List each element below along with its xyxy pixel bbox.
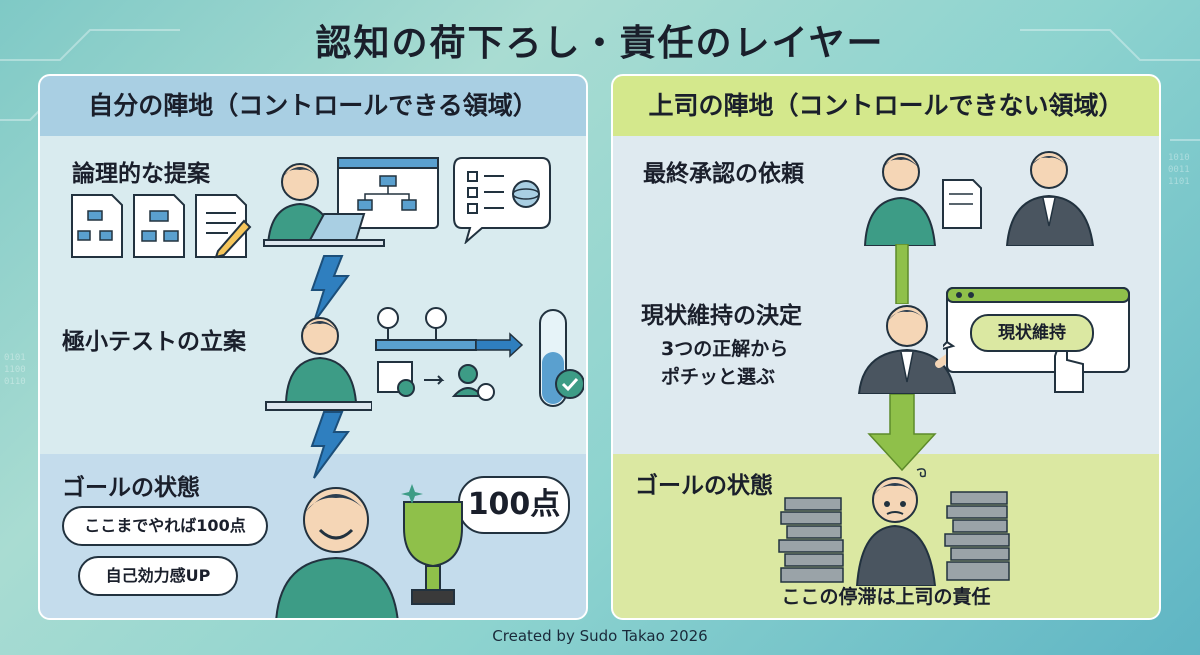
person-writing-illustration [265,317,372,411]
svg-text:1100: 1100 [4,365,26,375]
down-arrow-icon [310,411,350,479]
down-arrow-icon [867,394,937,472]
test-plan-diagram [375,307,584,407]
left-goal-label: ゴールの状態 [62,475,200,501]
boss-deciding-illustration [857,305,963,394]
credit-footer: Created by Sudo Takao 2026 [492,627,708,645]
right-panel: 上司の陣地（コントロールできない領域） 最終承認の依頼 現状維持の決定 3つの正… [611,74,1161,620]
document-icons [71,194,252,259]
score-bubble: 100点 [458,476,570,534]
left-step2-label: 極小テストの立案 [62,329,246,355]
svg-text:1101: 1101 [1168,177,1190,187]
svg-text:0011: 0011 [1168,165,1190,175]
svg-text:0110: 0110 [4,377,26,387]
request-approval-illustration [863,151,1095,246]
overwhelmed-boss-illustration [778,468,1010,586]
svg-text:1010: 1010 [1168,153,1190,163]
left-goal-bubble-1: ここまでやれば100点 [62,506,268,546]
checklist-bubble-icon [453,157,551,244]
person-laptop-illustration [263,157,439,247]
right-step2-label: 現状維持の決定 [641,303,802,329]
left-panel-header: 自分の陣地（コントロールできる領域） [40,76,586,136]
status-quo-button[interactable]: 現状維持 [970,314,1094,352]
left-goal-bubble-2: 自己効力感UP [78,556,238,596]
right-step2-sub1: 3つの正解から [661,338,789,360]
right-goal-label: ゴールの状態 [635,473,773,499]
right-goal-caption: ここの停滞は上司の責任 [781,586,991,608]
down-arrow-icon [895,244,909,304]
down-arrow-icon [310,255,350,323]
left-panel: 自分の陣地（コントロールできる領域） 論理的な提案 極小テストの立案 ゴールの状… [38,74,588,620]
person-trophy-illustration [275,484,463,618]
right-panel-header: 上司の陣地（コントロールできない領域） [613,76,1159,136]
right-step1-label: 最終承認の依頼 [643,161,804,187]
left-step1-label: 論理的な提案 [72,161,210,187]
right-step2-sub2: ポチッと選ぶ [661,366,776,388]
svg-text:0101: 0101 [4,353,26,363]
page-title: 認知の荷下ろし・責任のレイヤー [315,23,885,64]
